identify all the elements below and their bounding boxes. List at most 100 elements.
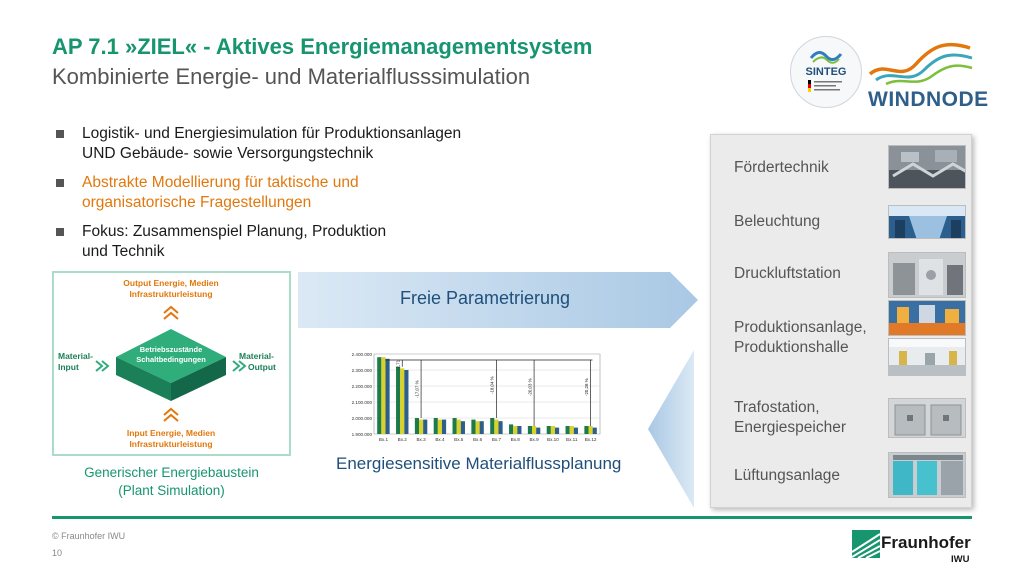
operating-states-label: Betriebszustände bbox=[140, 345, 203, 354]
x-tick-label: Bx.1 bbox=[379, 437, 389, 442]
bar bbox=[433, 418, 438, 434]
input-energy-label: Input Energie, Medien bbox=[127, 428, 215, 438]
block-right-face bbox=[171, 357, 226, 401]
bullet-square-icon bbox=[56, 228, 64, 236]
x-tick-label: Bx.5 bbox=[454, 437, 464, 442]
parametrization-label: Freie Parametrierung bbox=[399, 288, 571, 308]
sinteg-swirl-icon bbox=[809, 51, 843, 64]
x-tick-label: Bx.9 bbox=[529, 437, 539, 442]
bar bbox=[404, 370, 409, 434]
y-tick-label: 2.000.000 bbox=[352, 416, 373, 421]
page-number: 10 bbox=[52, 548, 63, 558]
x-tick-label: Bx.8 bbox=[511, 437, 521, 442]
production-plant-photo bbox=[888, 300, 966, 336]
x-tick-label: Bx.4 bbox=[435, 437, 445, 442]
sinteg-logo-text: SINTEG bbox=[805, 66, 847, 78]
bar bbox=[532, 426, 537, 434]
bar bbox=[588, 426, 593, 434]
x-tick-label: Bx.7 bbox=[492, 437, 502, 442]
bar bbox=[471, 419, 476, 434]
y-tick-label: 2.200.000 bbox=[352, 384, 373, 389]
ministry-emblem-icon bbox=[808, 80, 842, 92]
chart-caption: Energiesensitive Materialflussplanung bbox=[336, 454, 622, 473]
institute-name: IWU bbox=[951, 554, 970, 565]
x-tick-label: Bx.3 bbox=[416, 437, 426, 442]
block-left-face bbox=[116, 357, 171, 401]
bar bbox=[554, 427, 560, 434]
sinteg-logo: SINTEG bbox=[790, 36, 862, 108]
energy-block-diagram: Output Energie, Medien Infrastrukturleis… bbox=[52, 271, 291, 456]
bar bbox=[437, 419, 442, 434]
block-top-face bbox=[116, 329, 226, 383]
bar bbox=[381, 357, 386, 434]
panel-item-lueftungsanlage: Lüftungsanlage bbox=[734, 467, 841, 484]
bar bbox=[584, 426, 589, 434]
windnode-logo-text: WINDNODE bbox=[868, 88, 989, 111]
fraunhofer-name: Fraunhofer bbox=[881, 533, 971, 552]
bar bbox=[385, 358, 390, 434]
transformer-photo bbox=[888, 398, 966, 438]
bar bbox=[498, 421, 503, 434]
feedback-arrow bbox=[648, 350, 694, 508]
panel-item-druckluftstation: Druckluftstation bbox=[734, 265, 841, 282]
fraunhofer-logo: Fraunhofer IWU bbox=[852, 528, 976, 570]
input-infrastructure-label: Infrastrukturleistung bbox=[129, 439, 212, 449]
percent-annotation: -20,03 % bbox=[527, 378, 532, 396]
bar bbox=[527, 426, 533, 434]
bar bbox=[479, 421, 484, 434]
bullet-item-highlighted: Abstrakte Modellierung für taktische und… bbox=[56, 173, 556, 213]
footer-divider bbox=[52, 516, 972, 519]
x-tick-label: Bx.6 bbox=[473, 437, 483, 442]
chevron-up-icon bbox=[163, 305, 179, 320]
fraunhofer-stripes-icon bbox=[852, 530, 880, 558]
y-tick-label: 2.100.000 bbox=[352, 400, 373, 405]
x-tick-label: Bx.2 bbox=[398, 437, 408, 442]
panel-item-foerdertechnik: Fördertechnik bbox=[734, 159, 829, 176]
bar bbox=[400, 368, 405, 434]
conveyor-photo bbox=[888, 145, 966, 189]
bar bbox=[377, 357, 382, 434]
y-tick-label: 2.400.000 bbox=[352, 352, 373, 357]
x-tick-label: Bx.10 bbox=[547, 437, 559, 442]
y-tick-label: 2.300.000 bbox=[352, 368, 373, 373]
bar bbox=[494, 419, 499, 434]
chevron-right-icon bbox=[232, 360, 247, 372]
windnode-wave-icon bbox=[868, 42, 973, 86]
bullet-item: Logistik- und Energiesimulation für Prod… bbox=[56, 124, 556, 164]
bar bbox=[475, 421, 480, 434]
lighting-photo bbox=[888, 205, 966, 239]
bar bbox=[565, 426, 570, 434]
output-infrastructure-label: Infrastrukturleistung bbox=[129, 289, 212, 299]
bar bbox=[546, 426, 551, 434]
copyright-text: © Fraunhofer IWU bbox=[52, 531, 126, 541]
energy-bar-chart: 2.400.000 2.300.000 2.200.000 2.100.000 2.00… bbox=[352, 352, 601, 442]
plot-area bbox=[373, 353, 601, 435]
chevron-right-icon bbox=[95, 360, 110, 372]
bar bbox=[441, 419, 447, 434]
bar bbox=[396, 366, 401, 434]
panel-item-trafostation: Trafostation, Energiespeicher bbox=[734, 399, 847, 436]
x-tick-label: Bx.12 bbox=[585, 437, 597, 442]
parametrization-arrow bbox=[298, 272, 698, 328]
chevron-up-icon bbox=[163, 407, 179, 422]
ventilation-photo bbox=[888, 452, 966, 498]
bar bbox=[414, 418, 420, 434]
bullet-square-icon bbox=[56, 130, 64, 138]
x-tick-label: Bx.11 bbox=[566, 437, 578, 442]
bar bbox=[452, 418, 457, 434]
percent-annotation: -20,28 % bbox=[584, 378, 589, 396]
output-energy-label: Output Energie, Medien bbox=[123, 278, 218, 288]
production-hall-photo bbox=[888, 338, 966, 376]
slide-subtitle: Kombinierte Energie- und Materialflusssi… bbox=[52, 64, 531, 89]
bar bbox=[460, 421, 465, 434]
panel-item-produktionsanlage: Produktionsanlage, Produktionshalle bbox=[734, 319, 867, 356]
y-tick-label: 1.900.000 bbox=[352, 432, 373, 437]
bullet-list: Logistik- und Energiesimulation für Prod… bbox=[56, 124, 556, 271]
material-output-label: Material- bbox=[239, 351, 274, 361]
material-input-label-2: Input bbox=[58, 362, 79, 372]
percent-annotation: -18,04 % bbox=[490, 376, 495, 394]
bar bbox=[592, 427, 597, 434]
bar bbox=[536, 427, 541, 434]
panel-item-beleuchtung: Beleuchtung bbox=[734, 213, 821, 230]
bar bbox=[509, 424, 514, 434]
